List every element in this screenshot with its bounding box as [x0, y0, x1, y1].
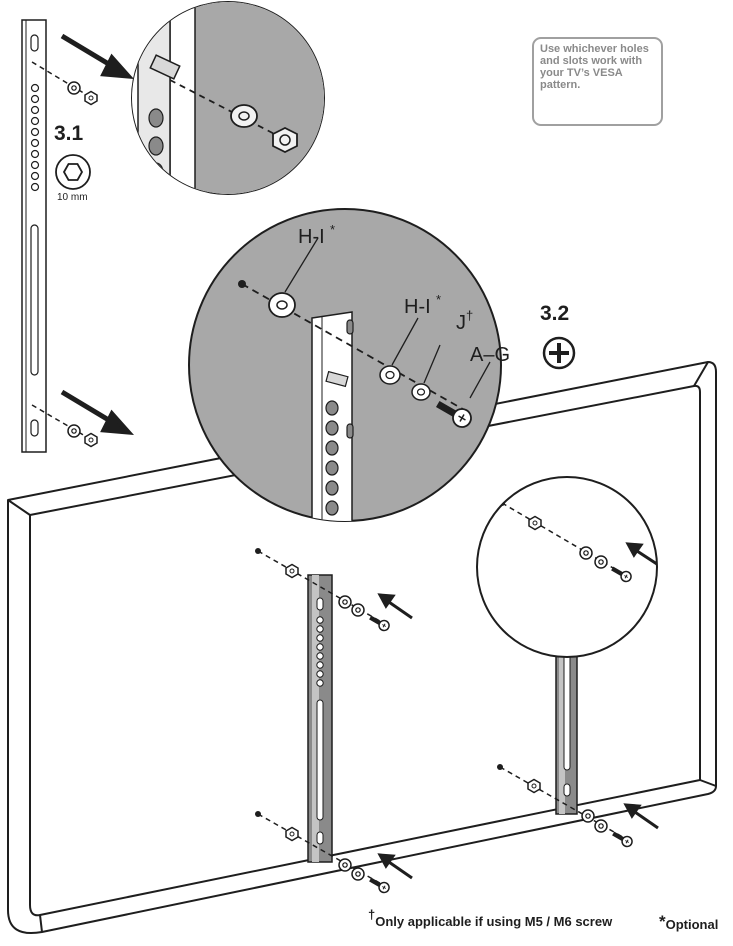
part-label-washer-large: H-I — [298, 226, 325, 248]
hardware-left-bottom — [255, 811, 392, 896]
zoom-circle-center — [188, 208, 502, 522]
zoom-circle-top — [131, 1, 325, 195]
part-mark-washer-small: * — [436, 292, 442, 307]
zoom-circle-right — [476, 476, 658, 658]
part-mark-spacer: † — [466, 308, 474, 323]
footnote-dagger-text: Only applicable if using M5 / M6 screw — [375, 914, 613, 929]
footnote-dagger: †Only applicable if using M5 / M6 screw — [368, 907, 613, 929]
wall-bracket-detail — [21, 19, 135, 453]
hex-nut-icon — [55, 154, 91, 190]
part-label-spacer: J — [456, 312, 466, 334]
hardware-right-bottom — [497, 764, 635, 850]
hardware-left-top — [255, 548, 392, 634]
part-mark-washer-large: * — [330, 222, 336, 237]
phillips-screwdriver-icon — [542, 336, 576, 370]
step-number-3-2: 3.2 — [540, 302, 570, 325]
footnote-dagger-symbol: † — [368, 907, 376, 922]
footnote-asterisk: *Optional — [659, 912, 719, 934]
tool-size-label: 10 mm — [57, 192, 88, 203]
step-number-3-1: 3.1 — [54, 122, 84, 145]
vesa-note: Use whichever holes and slots work with … — [532, 37, 663, 126]
part-label-screw: A–G — [470, 344, 511, 366]
footnote-asterisk-text: Optional — [665, 917, 719, 932]
footnote-asterisk-symbol: * — [659, 912, 666, 931]
threaded-stud — [149, 54, 181, 80]
tv-bracket-left — [307, 574, 333, 863]
arrow-icons-tv — [377, 593, 659, 880]
part-label-washer-small: H-I — [404, 296, 431, 318]
